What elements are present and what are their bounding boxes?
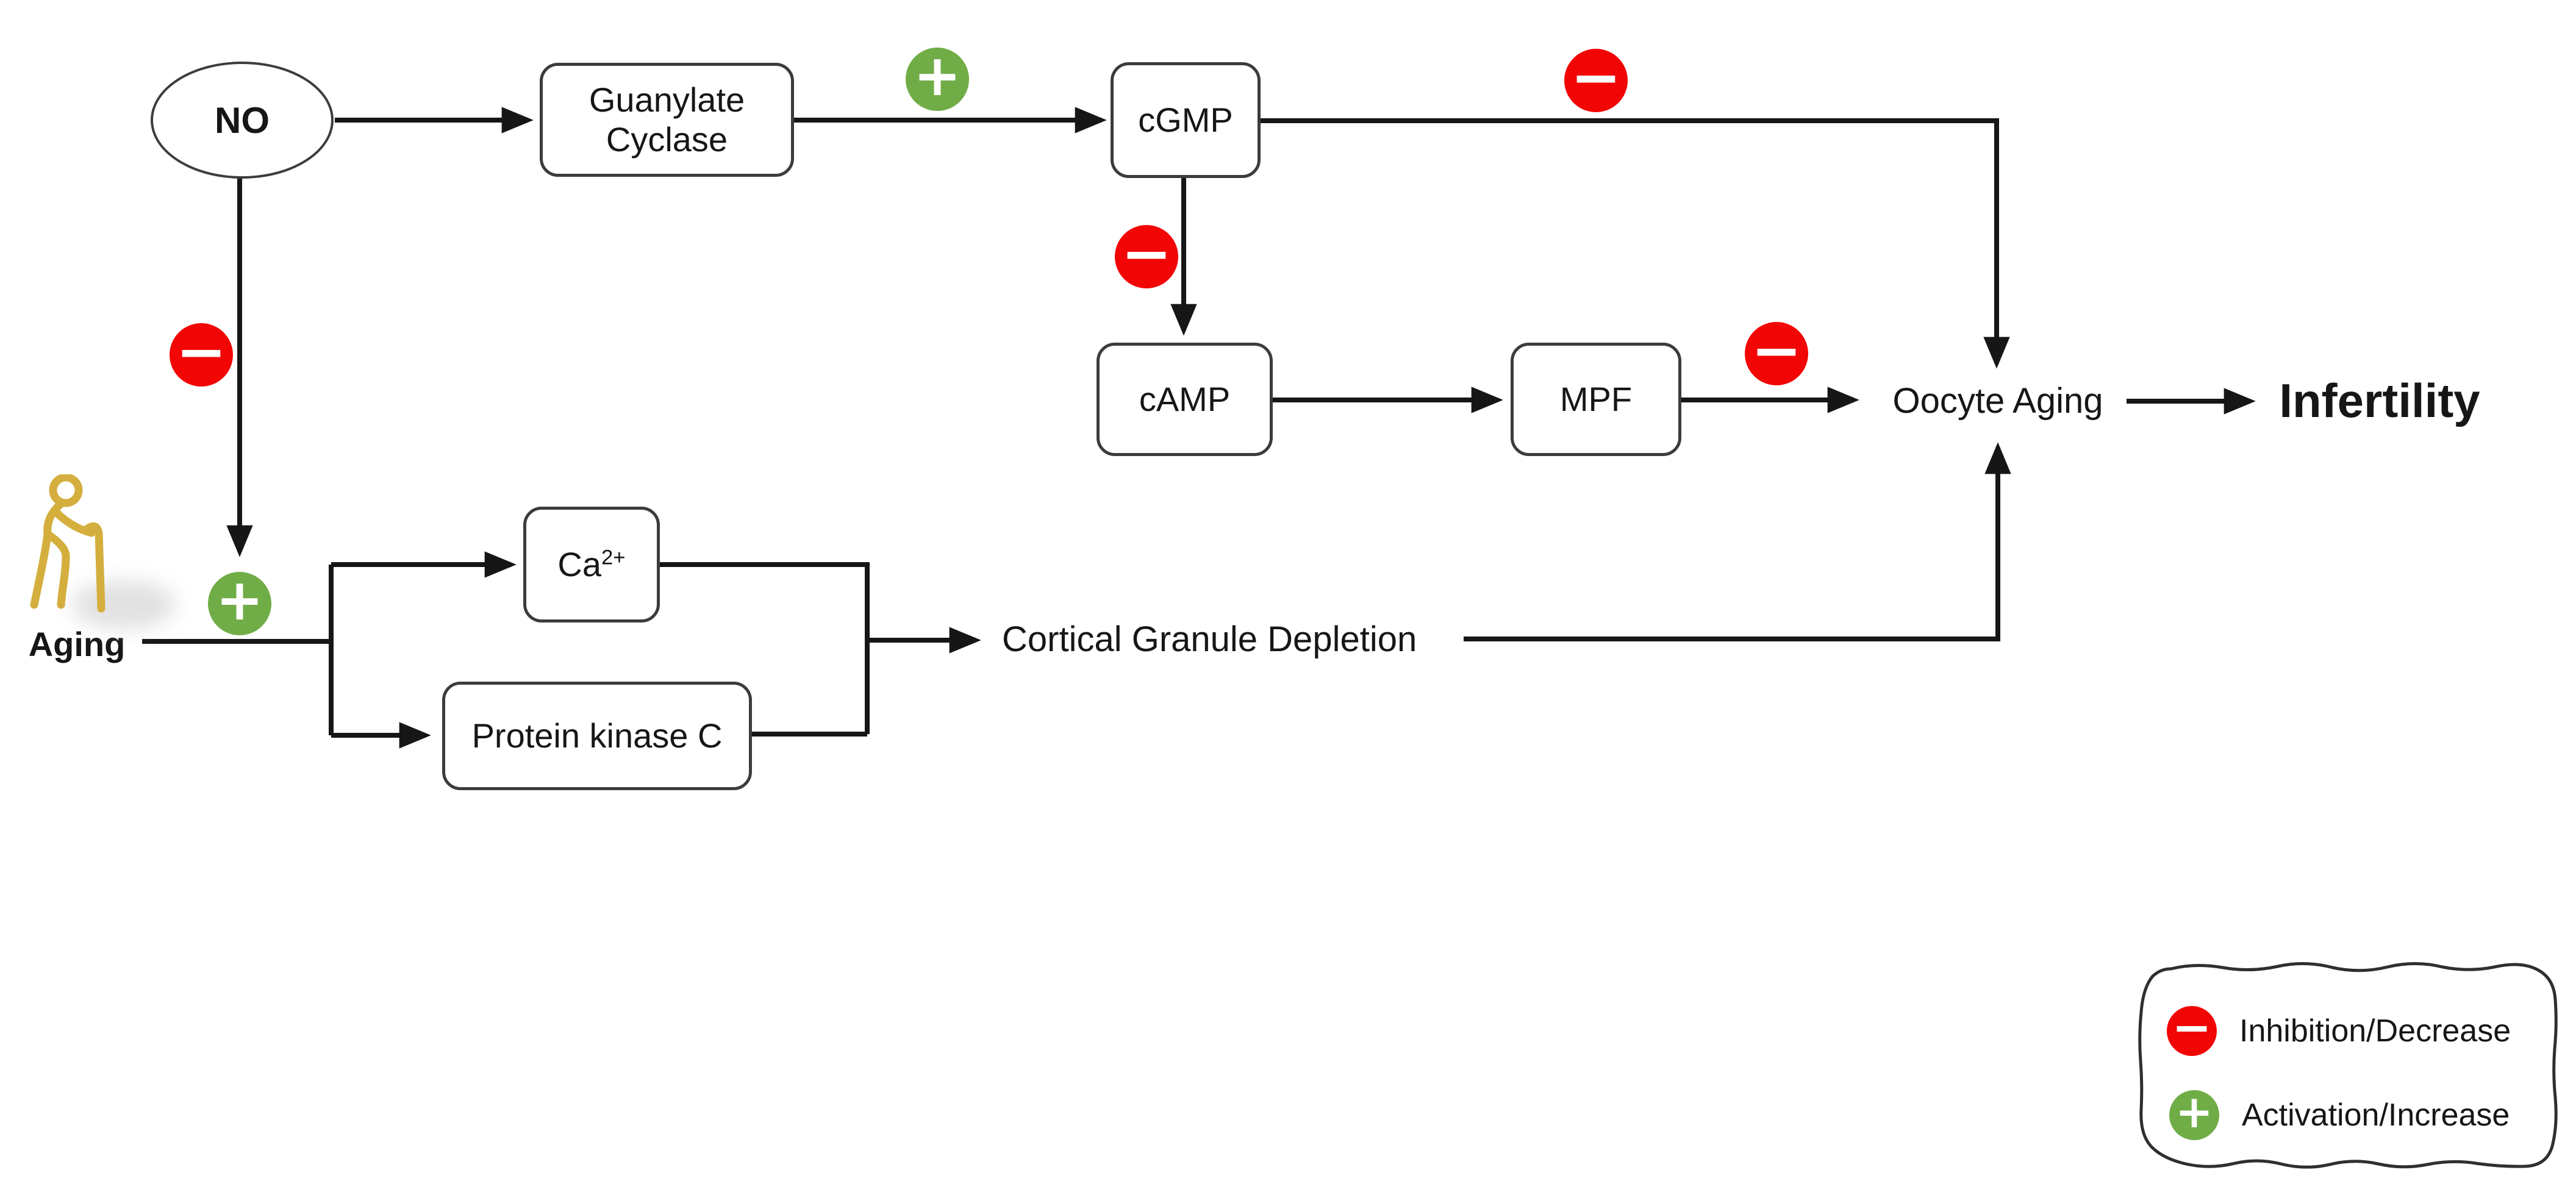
node-guanylate-cyclase: Guanylate Cyclase bbox=[540, 63, 794, 177]
node-cgmp: cGMP bbox=[1111, 62, 1261, 178]
node-guanylate-cyclase-label: Guanylate Cyclase bbox=[589, 80, 745, 159]
arrow-cortical-to-oocyte-aging bbox=[1464, 442, 2011, 641]
node-calcium-label: Ca2+ bbox=[557, 544, 626, 583]
node-protein-kinase-c-label: Protein kinase C bbox=[471, 716, 723, 755]
node-calcium: Ca2+ bbox=[523, 507, 660, 622]
node-mpf-label: MPF bbox=[1559, 379, 1633, 418]
node-mpf: MPF bbox=[1511, 343, 1681, 456]
inhibition-icon: − bbox=[1564, 41, 1628, 113]
node-camp: cAMP bbox=[1097, 343, 1273, 456]
node-protein-kinase-c: Protein kinase C bbox=[442, 682, 752, 790]
legend-activation-label: Activation/Increase bbox=[2242, 1097, 2510, 1133]
label-cortical-granule-depletion: Cortical Granule Depletion bbox=[1002, 619, 1417, 659]
legend-inhibition-label: Inhibition/Decrease bbox=[2239, 1013, 2511, 1049]
arrow-cgmp-to-oocyte-aging bbox=[1261, 118, 2010, 369]
node-cgmp-label: cGMP bbox=[1138, 100, 1233, 139]
person-icon-shadow bbox=[72, 580, 176, 629]
inhibition-icon: − bbox=[1745, 315, 1808, 386]
label-aging: Aging bbox=[28, 624, 126, 663]
node-camp-label: cAMP bbox=[1139, 379, 1231, 418]
legend-frame bbox=[2138, 962, 2558, 1169]
legend-inhibition-icon: − bbox=[2167, 1001, 2217, 1056]
label-infertility: Infertility bbox=[2279, 373, 2480, 427]
node-no: NO bbox=[151, 62, 334, 179]
legend-activation-icon: + bbox=[2169, 1086, 2219, 1140]
elderly-person-icon bbox=[30, 474, 106, 613]
activation-icon: + bbox=[906, 43, 969, 111]
node-no-label: NO bbox=[215, 99, 270, 141]
inhibition-icon: − bbox=[1115, 218, 1178, 289]
activation-icon: + bbox=[208, 567, 271, 635]
label-oocyte-aging: Oocyte Aging bbox=[1892, 380, 2103, 421]
inhibition-icon: − bbox=[170, 316, 233, 387]
